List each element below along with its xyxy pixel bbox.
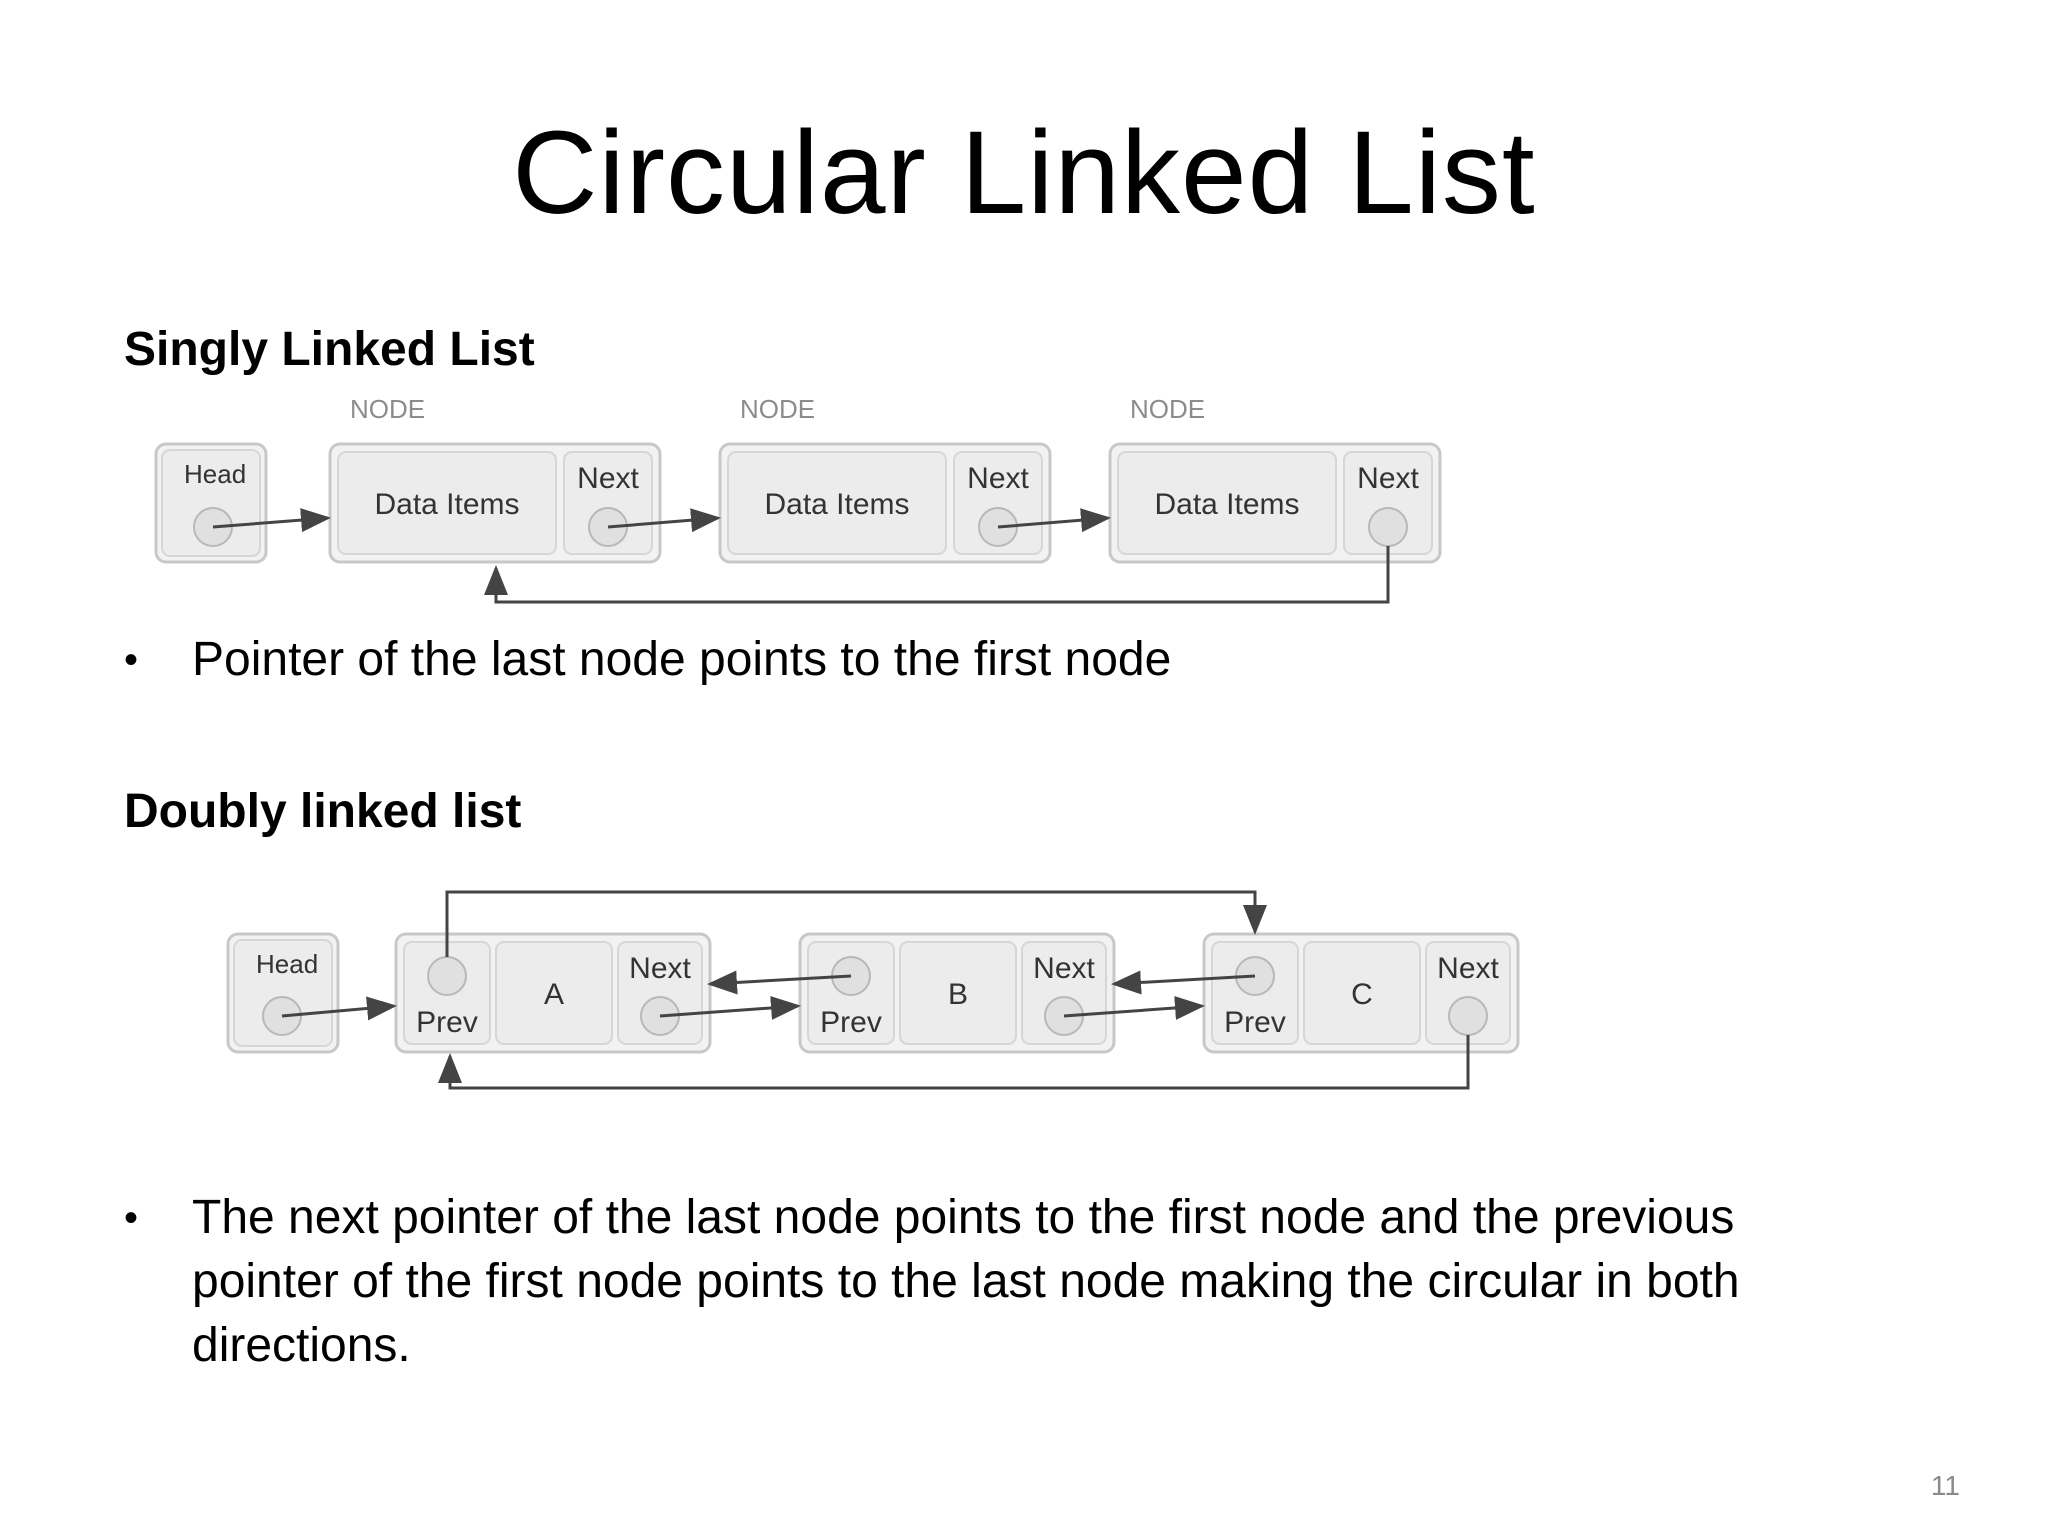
data-items-label: Data Items: [374, 488, 519, 521]
next-label: Next: [629, 952, 691, 985]
node-data-label: A: [544, 978, 564, 1011]
prev-arrow: [707, 970, 852, 995]
list-node: Prev C Next: [1202, 932, 1520, 1054]
head-label: Head: [184, 459, 246, 489]
circular-return-arrow: [484, 546, 1390, 604]
head-arrow: [281, 996, 397, 1021]
prev-label: Prev: [416, 1006, 478, 1039]
pointer-dot: [427, 956, 467, 996]
bullet-dot: •: [124, 638, 139, 682]
node-caption: NODE: [350, 394, 425, 424]
bullet-text: Pointer of the last node points to the f…: [192, 633, 1172, 686]
pointer-dot: [1448, 996, 1488, 1036]
list-node: Data Items Next: [328, 442, 662, 564]
page-number: 11: [1930, 1470, 1960, 1501]
doubly-circular-list-diagram: Head Prev A Next Prev B Next Prev C Next: [226, 890, 1520, 1090]
node-data-label: C: [1351, 978, 1373, 1011]
bullet-text: The next pointer of the last node points…: [192, 1191, 1740, 1372]
next-arrow: [607, 508, 721, 533]
list-node: Data Items Next: [718, 442, 1052, 564]
next-label: Next: [1357, 462, 1419, 495]
next-arrow: [212, 508, 331, 533]
next-arrow: [997, 508, 1111, 533]
doubly-linked-list-heading: Doubly linked list: [124, 785, 522, 838]
next-circular-arrow: [438, 1035, 1470, 1090]
next-label: Next: [577, 462, 639, 495]
data-items-label: Data Items: [764, 488, 909, 521]
prev-label: Prev: [1224, 1006, 1286, 1039]
prev-circular-arrow: [445, 890, 1267, 957]
bullet-dot: •: [124, 1196, 139, 1240]
list-node: Data Items Next: [1108, 442, 1442, 564]
node-caption: NODE: [740, 394, 815, 424]
prev-label: Prev: [820, 1006, 882, 1039]
list-node: Prev A Next: [394, 932, 712, 1054]
next-arrow: [1063, 995, 1205, 1020]
prev-arrow: [1111, 970, 1256, 995]
next-label: Next: [1437, 952, 1499, 985]
slide-title: Circular Linked List: [512, 107, 1536, 239]
node-caption: NODE: [1130, 394, 1205, 424]
head-pointer-box: Head: [154, 442, 268, 564]
singly-circular-list-diagram: NODE NODE NODE Head Data Items Next Data…: [154, 394, 1442, 604]
next-arrow: [659, 995, 801, 1020]
pointer-dot: [1368, 507, 1408, 547]
head-label: Head: [256, 949, 318, 979]
head-pointer-box: Head: [226, 932, 340, 1054]
bullet-point: • The next pointer of the last node poin…: [124, 1186, 1864, 1386]
next-label: Next: [1033, 952, 1095, 985]
data-items-label: Data Items: [1154, 488, 1299, 521]
bullet-point: • Pointer of the last node points to the…: [124, 628, 1864, 692]
singly-linked-list-heading: Singly Linked List: [124, 323, 535, 376]
next-label: Next: [967, 462, 1029, 495]
node-data-label: B: [948, 978, 968, 1011]
list-node: Prev B Next: [798, 932, 1116, 1054]
